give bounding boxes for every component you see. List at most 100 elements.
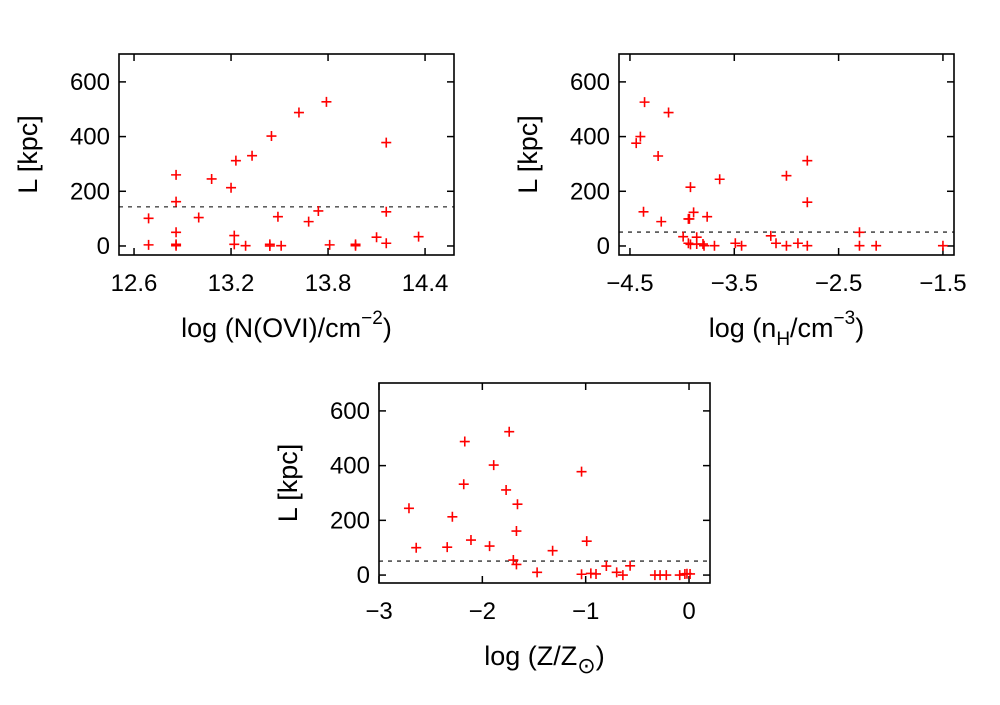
plus-marker — [736, 240, 747, 251]
y-tick-label: 200 — [70, 178, 110, 205]
plus-marker — [685, 568, 696, 579]
plus-marker — [193, 212, 204, 223]
plus-marker — [532, 567, 543, 578]
y-tick-label: 600 — [70, 69, 110, 96]
plus-marker — [381, 137, 392, 148]
plus-marker — [635, 131, 646, 142]
plus-marker — [411, 542, 422, 553]
plus-marker — [576, 466, 587, 477]
plus-marker — [601, 561, 612, 572]
plus-marker — [459, 436, 470, 447]
data-points — [143, 96, 424, 251]
plus-marker — [504, 426, 515, 437]
plus-marker — [781, 170, 792, 181]
plus-marker — [247, 150, 258, 161]
plus-marker — [276, 240, 287, 251]
plus-marker — [303, 216, 314, 227]
plus-marker — [293, 107, 304, 118]
x-tick-label: −4.5 — [606, 270, 653, 297]
y-tick-label: 0 — [357, 562, 370, 589]
x-tick-label: −2 — [469, 598, 496, 625]
plus-marker — [709, 240, 720, 251]
y-axis-label: L [kpc] — [273, 444, 303, 523]
plus-marker — [501, 484, 512, 495]
plus-marker — [802, 240, 813, 251]
plus-marker — [143, 239, 154, 250]
plus-marker — [488, 460, 499, 471]
plus-marker — [730, 238, 741, 249]
plus-marker — [683, 238, 694, 249]
plus-marker — [324, 239, 335, 250]
plus-marker — [871, 240, 882, 251]
plus-marker — [765, 230, 776, 241]
x-tick-label: 12.6 — [111, 270, 158, 297]
plus-marker — [230, 155, 241, 166]
y-axis-label: L [kpc] — [513, 115, 543, 194]
plus-marker — [350, 240, 361, 251]
plus-marker — [511, 526, 522, 537]
plus-marker — [625, 560, 636, 571]
plus-marker — [699, 240, 710, 251]
plus-marker — [656, 216, 667, 227]
plus-marker — [684, 213, 695, 224]
plus-marker — [229, 230, 240, 241]
plus-marker — [272, 211, 283, 222]
plus-marker — [663, 107, 674, 118]
plus-marker — [547, 545, 558, 556]
y-tick-label: 0 — [597, 233, 610, 260]
x-tick-label: −3.5 — [711, 270, 758, 297]
x-tick-label: 13.2 — [208, 270, 255, 297]
plot-frame — [118, 53, 455, 256]
plus-marker — [611, 567, 622, 578]
y-tick-label: 200 — [330, 507, 370, 534]
plus-marker — [484, 541, 495, 552]
x-tick-label: 0 — [682, 598, 695, 625]
plus-marker — [171, 169, 182, 180]
plus-marker — [714, 174, 725, 185]
plus-marker — [685, 182, 696, 193]
plus-marker — [226, 182, 237, 193]
plus-marker — [266, 131, 277, 142]
plus-marker — [403, 503, 414, 514]
plus-marker — [661, 570, 672, 581]
plus-marker — [264, 240, 275, 251]
x-tick-label: −1.5 — [919, 270, 966, 297]
x-tick-label: 13.8 — [305, 270, 352, 297]
x-axis-label: log (nH/cm−3) — [709, 308, 864, 350]
plus-marker — [511, 559, 522, 570]
data-points — [403, 426, 696, 581]
x-tick-label: −1 — [572, 598, 599, 625]
plus-marker — [321, 96, 332, 107]
plus-marker — [371, 232, 382, 243]
y-tick-label: 400 — [570, 124, 610, 151]
y-tick-label: 600 — [570, 69, 610, 96]
plus-marker — [171, 196, 182, 207]
plus-marker — [591, 568, 602, 579]
plus-marker — [576, 569, 587, 580]
plus-marker — [688, 207, 699, 218]
plus-marker — [229, 239, 240, 250]
plus-marker — [639, 97, 650, 108]
x-tick-label: 14.4 — [402, 270, 449, 297]
y-tick-label: 600 — [330, 398, 370, 425]
y-tick-label: 400 — [70, 124, 110, 151]
plus-marker — [638, 206, 649, 217]
plus-marker — [381, 206, 392, 217]
plus-marker — [631, 138, 642, 149]
plot-frame — [378, 382, 711, 584]
plus-marker — [381, 238, 392, 249]
plus-marker — [581, 536, 592, 547]
plus-marker — [512, 499, 523, 510]
plus-marker — [442, 542, 453, 553]
plus-marker — [447, 511, 458, 522]
data-points — [631, 97, 948, 251]
plus-marker — [678, 231, 689, 242]
plus-marker — [854, 227, 865, 238]
plus-marker — [937, 240, 948, 251]
plot-frame — [618, 53, 955, 256]
